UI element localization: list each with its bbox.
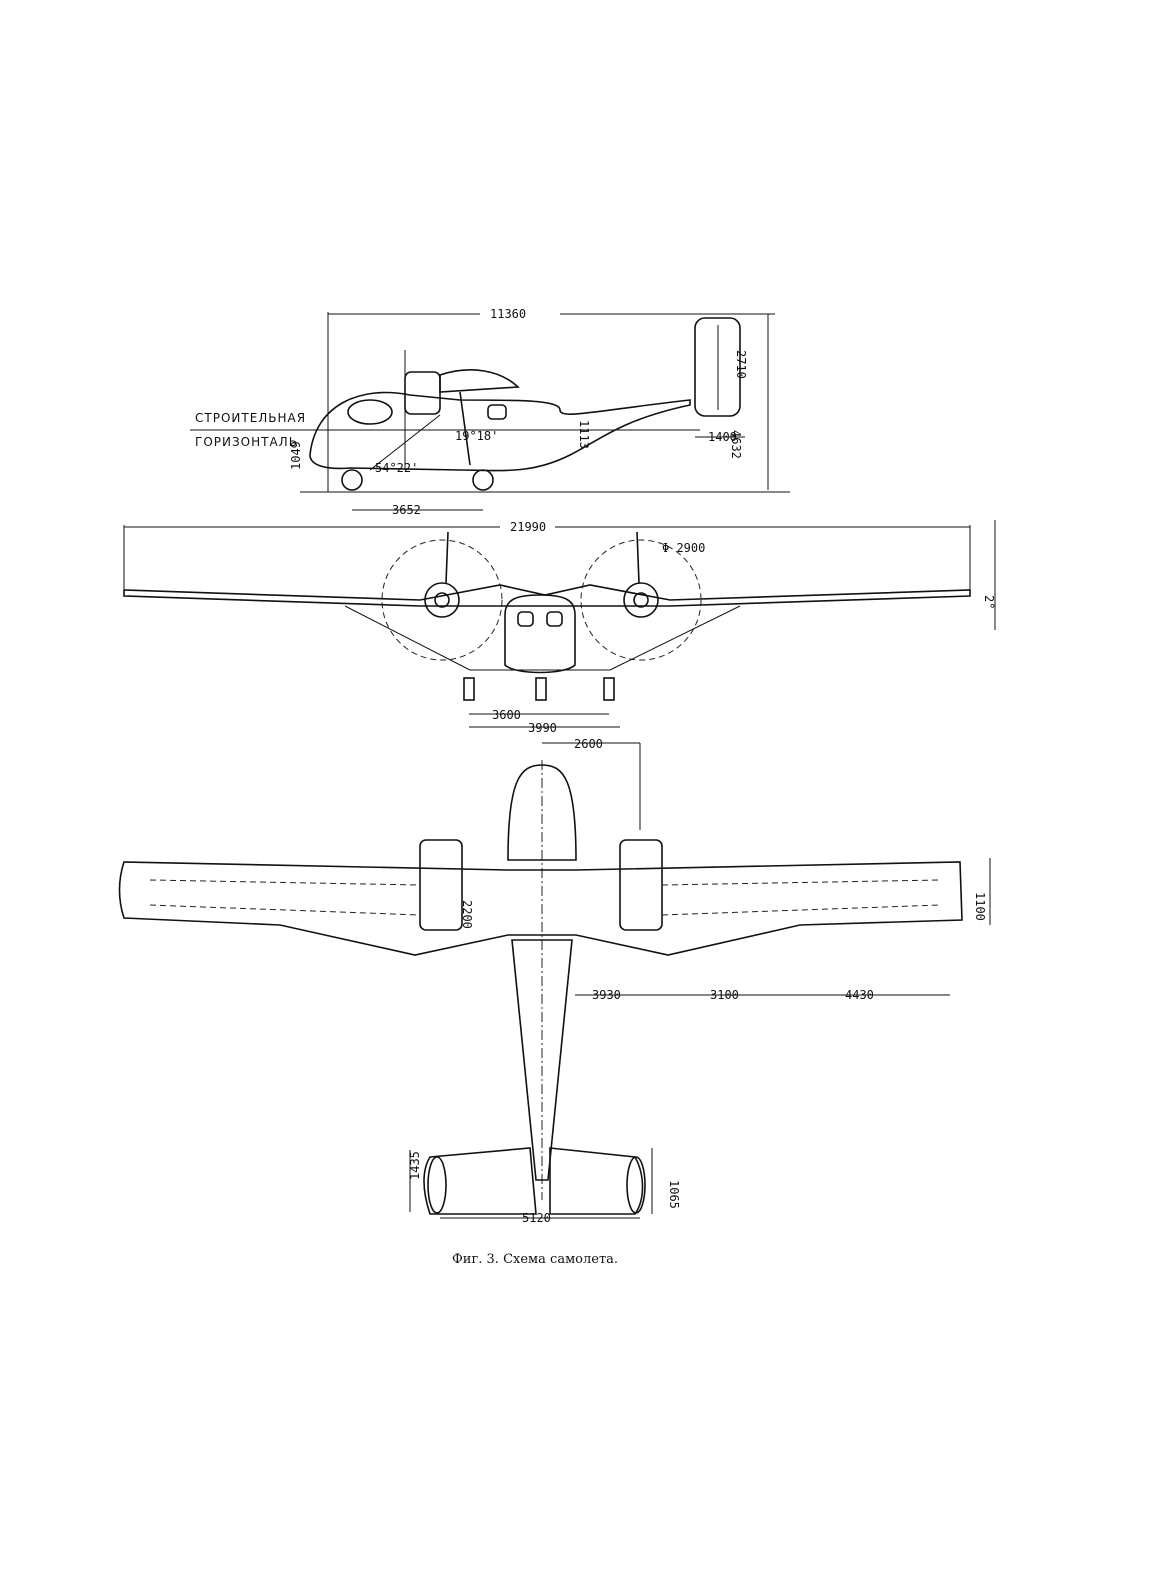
dim-nose-height: 1049 bbox=[289, 441, 303, 470]
fuselage-nose-top bbox=[507, 764, 577, 861]
dim-span: 21990 bbox=[510, 520, 546, 534]
wing-front bbox=[123, 584, 971, 607]
top-view: 2600 2200 1100 3930 3100 4430 1435 1065 … bbox=[118, 737, 991, 1225]
left-stabilizer bbox=[423, 1147, 537, 1215]
dim-track-inner: 3600 bbox=[492, 708, 521, 722]
angle-lower: 54°22' bbox=[375, 461, 418, 475]
dim-dihedral: 2° bbox=[982, 595, 996, 609]
left-engine bbox=[424, 582, 460, 618]
dim-center-chord: 2200 bbox=[460, 900, 474, 929]
engine-nacelle bbox=[404, 371, 441, 415]
wing-top bbox=[118, 861, 963, 956]
dim-mid: 3100 bbox=[710, 988, 739, 1002]
dim-inner: 3930 bbox=[592, 988, 621, 1002]
right-stabilizer bbox=[549, 1147, 644, 1215]
dim-stab-chord: 1400 bbox=[708, 430, 737, 444]
fuselage-front bbox=[504, 594, 576, 674]
dim-overall-length: 11360 bbox=[490, 307, 526, 321]
dim-engine-spacing: 2600 bbox=[574, 737, 603, 751]
dim-wheel-base: 3652 bbox=[392, 503, 421, 517]
dim-fin: 1113 bbox=[577, 420, 591, 449]
fuselage-side bbox=[309, 391, 691, 472]
dim-tip-chord: 1100 bbox=[973, 892, 987, 921]
right-nacelle-top bbox=[619, 839, 663, 931]
front-view: 21990 Φ 2900 3600 3990 2° bbox=[123, 520, 996, 735]
right-gear bbox=[603, 677, 615, 701]
cabin-window bbox=[487, 404, 507, 420]
angle-upper: 19°18' bbox=[455, 429, 498, 443]
right-prop-disc bbox=[580, 539, 702, 661]
left-prop-disc bbox=[381, 539, 503, 661]
tail-fin bbox=[694, 317, 741, 417]
left-gear bbox=[463, 677, 475, 701]
wing-side bbox=[439, 369, 520, 393]
side-view: 11360 СТРОИТЕЛЬНАЯ ГОРИЗОНТАЛЬ 19°18' 54… bbox=[190, 307, 790, 517]
dim-prop-diameter: Φ 2900 bbox=[662, 541, 705, 555]
cockpit-window bbox=[347, 399, 393, 425]
main-wheel bbox=[472, 469, 494, 491]
figure-caption: Фиг. 3. Схема самолета. bbox=[452, 1252, 618, 1267]
tail-boom-top bbox=[511, 939, 573, 1181]
dim-track-outer: 3990 bbox=[528, 721, 557, 735]
dim-stab-span: 5120 bbox=[522, 1211, 551, 1225]
nose-gear bbox=[535, 677, 547, 701]
dim-tail-height: 2710 bbox=[734, 350, 748, 379]
left-nacelle-top bbox=[419, 839, 463, 931]
ref-line-label-2: ГОРИЗОНТАЛЬ bbox=[195, 435, 298, 449]
right-engine bbox=[623, 582, 659, 618]
nose-wheel bbox=[341, 469, 363, 491]
dim-stab-root: 1435 bbox=[408, 1151, 422, 1180]
dim-stab-tip: 1065 bbox=[667, 1180, 681, 1209]
ref-line-label-1: СТРОИТЕЛЬНАЯ bbox=[195, 411, 306, 425]
dim-outer: 4430 bbox=[845, 988, 874, 1002]
